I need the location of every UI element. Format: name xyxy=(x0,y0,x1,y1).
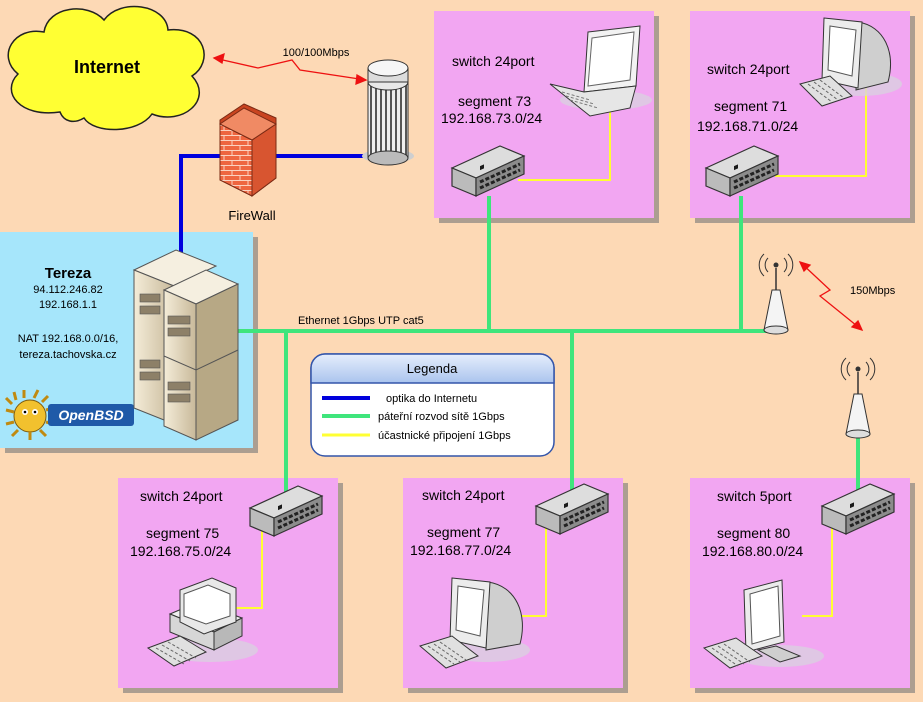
segment-subnet: 192.168.75.0/24 xyxy=(130,543,231,559)
legend: Legenda optika do Internetu páteřní rozv… xyxy=(310,353,555,457)
desktop-crt-icon xyxy=(799,17,902,107)
legend-item-fiber: optika do Internetu xyxy=(386,393,477,405)
switch-title: switch 24port xyxy=(422,487,505,503)
laptop-icon xyxy=(549,25,652,117)
flat-monitor-icon xyxy=(702,579,824,669)
segment-name: segment 73 xyxy=(458,93,531,109)
legend-item-access: účastnické připojení 1Gbps xyxy=(378,430,511,442)
server-name: Tereza xyxy=(45,265,92,282)
segment-subnet: 192.168.77.0/24 xyxy=(410,542,511,558)
antenna-icon xyxy=(758,253,794,335)
uplink-speed-label: 100/100Mbps xyxy=(283,47,350,59)
switch-title: switch 24port xyxy=(452,53,535,69)
openbsd-logo-text: OpenBSD xyxy=(58,407,123,423)
cloud-icon xyxy=(7,5,205,131)
legend-item-backbone: páteřní rozvod sítě 1Gbps xyxy=(378,411,505,423)
segment-name: segment 75 xyxy=(146,525,219,541)
segment-75-labels: switch 24port segment 75 192.168.75.0/24 xyxy=(130,488,231,559)
desktop-pc-icon xyxy=(146,577,258,667)
server-hostname: tereza.tachovska.cz xyxy=(19,349,116,361)
desktop-crt-icon xyxy=(418,577,530,669)
server-nat: NAT 192.168.0.0/16, xyxy=(18,333,119,345)
segment-73-labels: switch 24port segment 73 192.168.73.0/24 xyxy=(441,53,542,126)
brick-wall-icon xyxy=(219,103,277,197)
server-tower-icon xyxy=(132,249,240,441)
segment-name: segment 71 xyxy=(714,98,787,114)
switch-title: switch 5port xyxy=(717,488,792,504)
backbone-label: Ethernet 1Gbps UTP cat5 xyxy=(298,315,424,327)
segment-subnet: 192.168.80.0/24 xyxy=(702,543,803,559)
segment-name: segment 80 xyxy=(717,525,790,541)
wireless-speed-label: 150Mbps xyxy=(850,285,896,297)
fiber-link xyxy=(179,154,368,282)
switch-title: switch 24port xyxy=(707,61,790,77)
segment-77-labels: switch 24port segment 77 192.168.77.0/24 xyxy=(410,487,511,558)
server-ip-public: 94.112.246.82 xyxy=(33,284,103,296)
firewall-label: FireWall xyxy=(228,208,275,223)
segment-subnet: 192.168.73.0/24 xyxy=(441,110,542,126)
switch-title: switch 24port xyxy=(140,488,223,504)
antenna-icon xyxy=(840,357,876,439)
router-cylinder-icon xyxy=(362,59,414,166)
legend-title: Legenda xyxy=(407,361,458,376)
wireless-links xyxy=(212,52,864,332)
internet-label: Internet xyxy=(74,57,140,77)
openbsd-logo: OpenBSD xyxy=(4,389,134,440)
segment-name: segment 77 xyxy=(427,524,500,540)
segment-71-labels: switch 24port segment 71 192.168.71.0/24 xyxy=(697,61,798,134)
segment-subnet: 192.168.71.0/24 xyxy=(697,118,798,134)
server-ip-local: 192.168.1.1 xyxy=(39,299,97,311)
segment-80-labels: switch 5port segment 80 192.168.80.0/24 xyxy=(702,488,803,559)
backbone-links xyxy=(236,196,860,507)
